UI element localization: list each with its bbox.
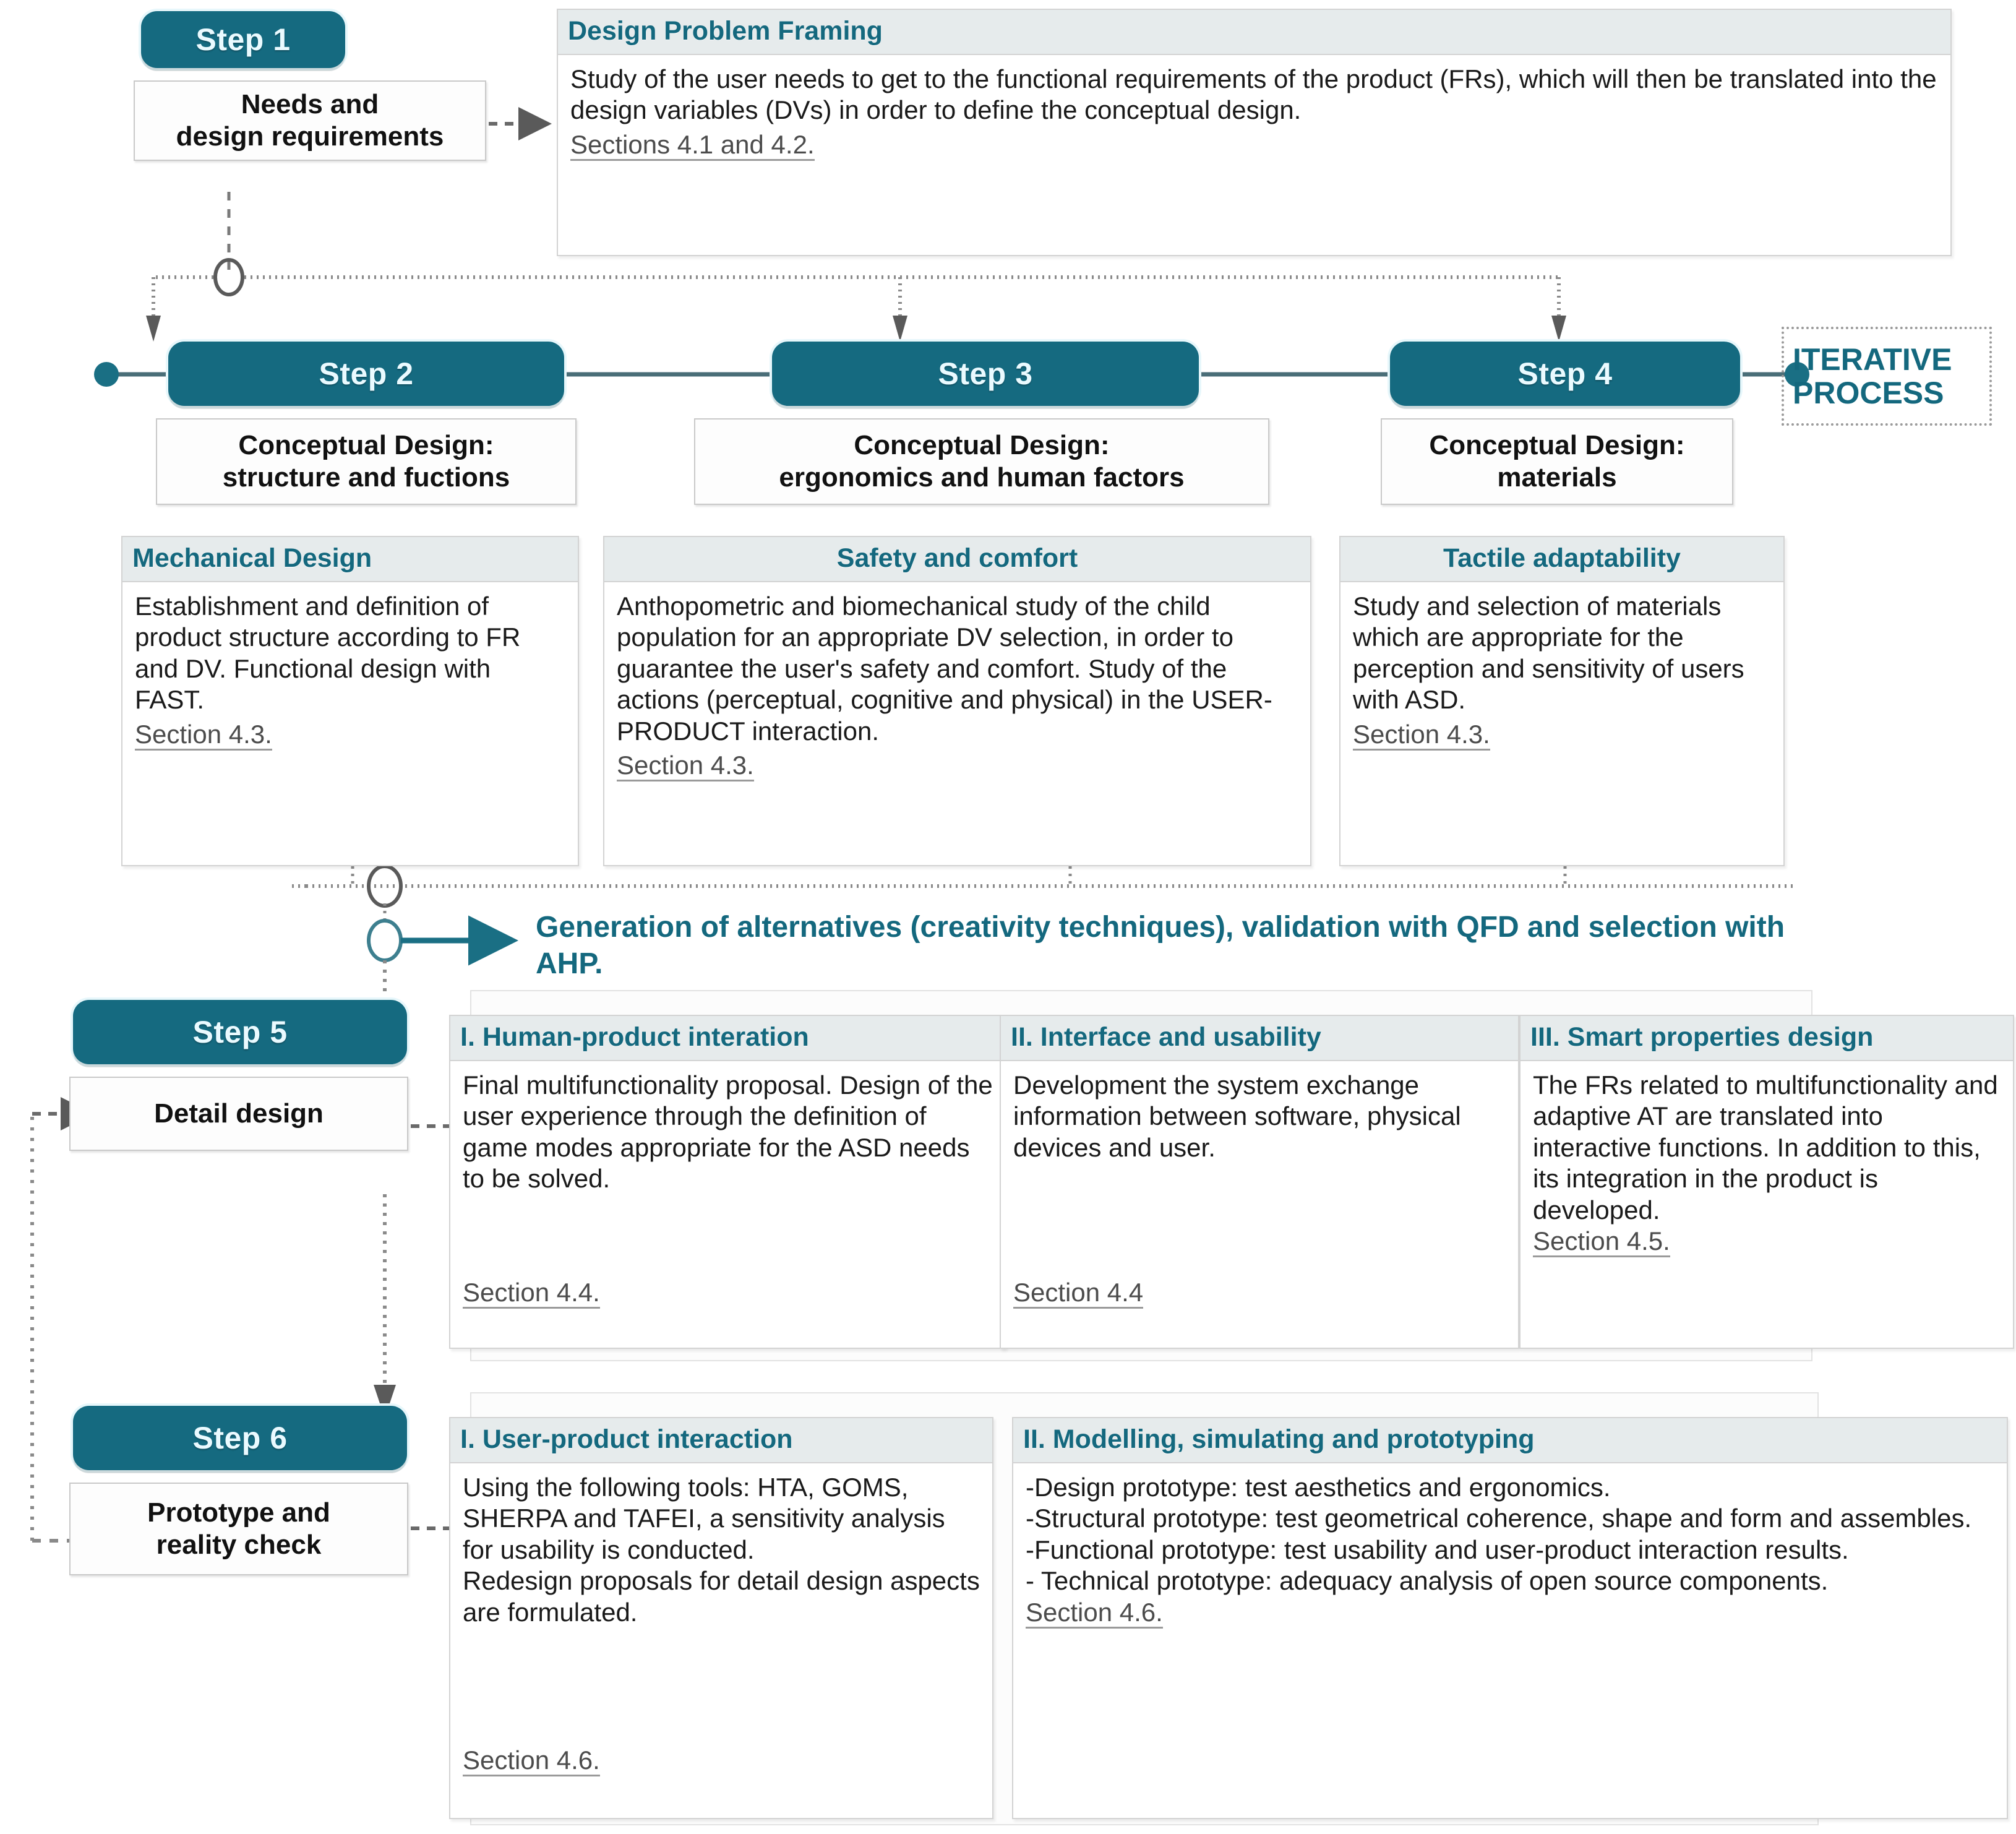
card-tactile-adaptability-body: Study and selection of materials which a… (1340, 582, 1783, 757)
card-tactile-adaptability-text: Study and selection of materials which a… (1353, 592, 1744, 715)
iterative-process-badge: ITERATIVE PROCESS (1782, 327, 1992, 426)
card-design-problem-framing-text: Study of the user needs to get to the fu… (570, 64, 1937, 125)
card-safety-and-comfort-section[interactable]: Section 4.3. (617, 751, 754, 781)
card-user-product-interaction-text: Using the following tools: HTA, GOMS, SH… (463, 1473, 980, 1627)
iterative-process-label: ITERATIVE PROCESS (1793, 342, 1952, 410)
card-modelling-simulating-prototyping-text: -Design prototype: test aesthetics and e… (1026, 1473, 1972, 1596)
step-6-pill[interactable]: Step 6 (73, 1406, 407, 1470)
card-human-product-interation-title: I. Human-product interation (450, 1016, 1005, 1061)
card-interface-and-usability-body: Development the system exchange informat… (1001, 1061, 1518, 1327)
step-5-label-text: Detail design (154, 1098, 324, 1129)
card-mechanical-design: Mechanical Design Establishment and defi… (121, 536, 579, 866)
card-safety-and-comfort-body: Anthopometric and biomechanical study of… (604, 582, 1310, 788)
step-2-label: Conceptual Design: structure and fuction… (156, 418, 577, 505)
step-3-label-text: Conceptual Design: ergonomics and human … (779, 430, 1185, 493)
card-safety-and-comfort-title: Safety and comfort (604, 537, 1310, 582)
card-interface-and-usability-title: II. Interface and usability (1001, 1016, 1518, 1061)
card-mechanical-design-section[interactable]: Section 4.3. (135, 720, 272, 751)
card-human-product-interation-text: Final multifunctionality proposal. Desig… (463, 1070, 993, 1194)
card-human-product-interation: I. Human-product interation Final multif… (449, 1015, 1006, 1349)
step-1-pill[interactable]: Step 1 (141, 11, 345, 68)
card-interface-and-usability-section[interactable]: Section 4.4 (1013, 1278, 1144, 1309)
card-mechanical-design-body: Establishment and definition of product … (122, 582, 578, 757)
alternatives-callout: Generation of alternatives (creativity t… (536, 911, 1785, 980)
card-human-product-interation-body: Final multifunctionality proposal. Desig… (450, 1061, 1005, 1327)
card-user-product-interaction-section[interactable]: Section 4.6. (463, 1746, 600, 1776)
card-smart-properties-design-body: The FRs related to multifunctionality an… (1521, 1061, 2013, 1264)
card-interface-and-usability-text: Development the system exchange informat… (1013, 1070, 1461, 1162)
card-user-product-interaction-title: I. User-product interaction (450, 1418, 992, 1463)
card-safety-and-comfort: Safety and comfort Anthopometric and bio… (603, 536, 1311, 866)
step-1-label-text: Needs and design requirements (176, 89, 444, 152)
step-2-pill[interactable]: Step 2 (168, 342, 564, 406)
card-design-problem-framing-body: Study of the user needs to get to the fu… (558, 55, 1950, 167)
card-user-product-interaction-body: Using the following tools: HTA, GOMS, SH… (450, 1463, 992, 1797)
card-design-problem-framing-title: Design Problem Framing (558, 10, 1950, 55)
card-smart-properties-design-title: III. Smart properties design (1521, 1016, 2013, 1061)
card-tactile-adaptability: Tactile adaptability Study and selection… (1339, 536, 1785, 866)
card-tactile-adaptability-section[interactable]: Section 4.3. (1353, 720, 1490, 751)
card-interface-and-usability: II. Interface and usability Development … (1000, 1015, 1519, 1349)
card-modelling-simulating-prototyping: II. Modelling, simulating and prototypin… (1012, 1417, 2008, 1819)
card-safety-and-comfort-text: Anthopometric and biomechanical study of… (617, 592, 1272, 746)
step-3-label: Conceptual Design: ergonomics and human … (694, 418, 1269, 505)
step-3-pill[interactable]: Step 3 (772, 342, 1199, 406)
card-mechanical-design-text: Establishment and definition of product … (135, 592, 521, 715)
card-human-product-interation-section[interactable]: Section 4.4. (463, 1278, 600, 1309)
card-smart-properties-design-section[interactable]: Section 4.5. (1533, 1226, 1670, 1257)
step-5-pill[interactable]: Step 5 (73, 1000, 407, 1064)
step-6-label: Prototype and reality check (69, 1483, 408, 1575)
card-user-product-interaction: I. User-product interaction Using the fo… (449, 1417, 993, 1819)
step-4-label-text: Conceptual Design: materials (1429, 430, 1685, 493)
card-modelling-simulating-prototyping-section[interactable]: Section 4.6. (1026, 1598, 1163, 1629)
card-modelling-simulating-prototyping-body: -Design prototype: test aesthetics and e… (1013, 1463, 2007, 1635)
step-1-label: Needs and design requirements (134, 80, 486, 161)
card-design-problem-framing: Design Problem Framing Study of the user… (557, 9, 1952, 256)
card-design-problem-framing-section[interactable]: Sections 4.1 and 4.2. (570, 130, 815, 161)
card-smart-properties-design: III. Smart properties design The FRs rel… (1519, 1015, 2014, 1349)
step-2-label-text: Conceptual Design: structure and fuction… (222, 430, 510, 493)
step-6-label-text: Prototype and reality check (147, 1497, 330, 1560)
step-5-label: Detail design (69, 1077, 408, 1151)
step-4-pill[interactable]: Step 4 (1390, 342, 1740, 406)
card-modelling-simulating-prototyping-title: II. Modelling, simulating and prototypin… (1013, 1418, 2007, 1463)
card-smart-properties-design-text: The FRs related to multifunctionality an… (1533, 1070, 1998, 1225)
step-4-label: Conceptual Design: materials (1381, 418, 1733, 505)
card-mechanical-design-title: Mechanical Design (122, 537, 578, 582)
card-tactile-adaptability-title: Tactile adaptability (1340, 537, 1783, 582)
